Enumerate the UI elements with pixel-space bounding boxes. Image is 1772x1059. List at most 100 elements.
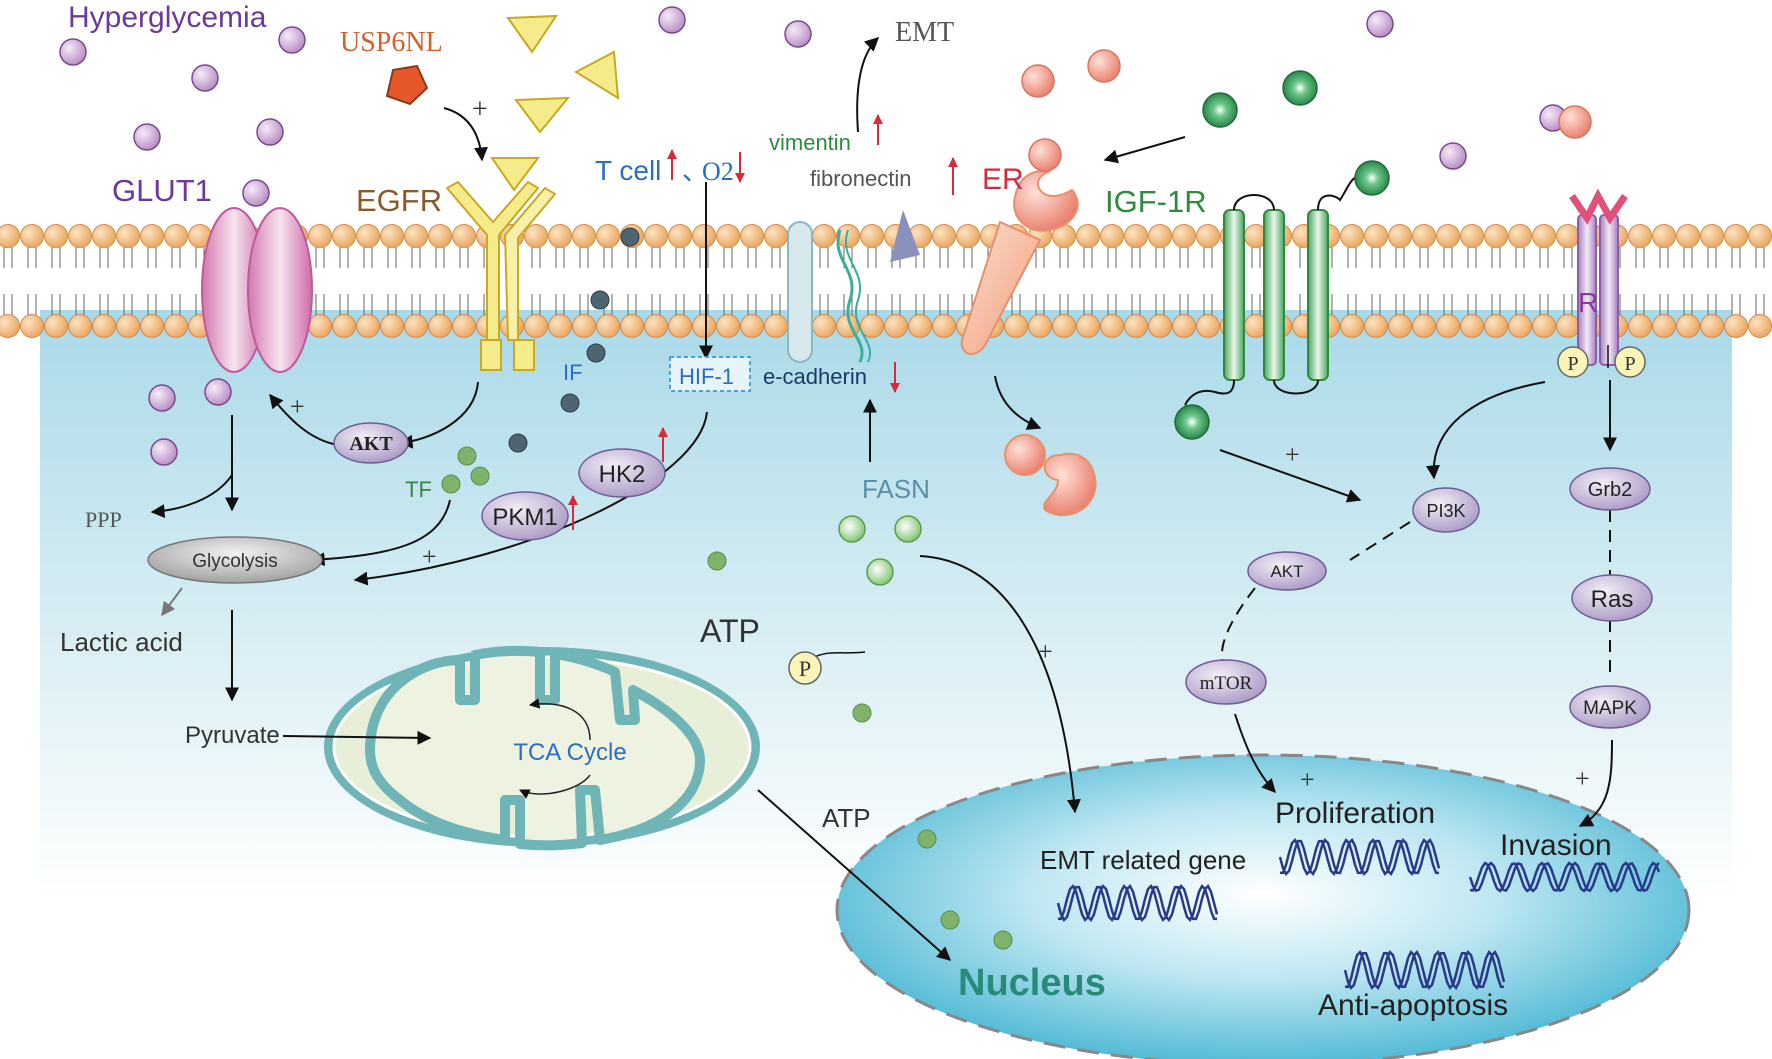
mtor-label: mTOR [1200, 673, 1253, 694]
lipid-head [332, 224, 356, 248]
lipid-head [1628, 314, 1652, 338]
estrogen-molecule [1087, 49, 1121, 83]
lipid-head [1484, 314, 1508, 338]
lipid-head [1700, 224, 1724, 248]
o2-label: O2 [702, 157, 734, 186]
phosphate-1 [1557, 346, 1589, 378]
lipid-head [1196, 314, 1220, 338]
vimentin-fibronectin-complex [787, 210, 920, 363]
plus-sign: + [472, 94, 488, 125]
mapk-label: MAPK [1583, 698, 1637, 719]
lipid-head [1124, 314, 1148, 338]
egfr-receptor [445, 180, 557, 371]
lipid-head [1028, 314, 1052, 338]
dna-strand [1343, 949, 1506, 991]
akt-label: AKT [349, 433, 393, 455]
if-molecule [586, 343, 606, 363]
lipid-head [836, 224, 860, 248]
atp-bottom-label: ATP [822, 803, 871, 833]
lipid-head [116, 224, 140, 248]
igf-molecule [1282, 70, 1318, 106]
ppp-label: PPP [85, 507, 122, 532]
ras-node [1571, 574, 1653, 622]
lipid-head [452, 314, 476, 338]
lipid-head [1532, 314, 1556, 338]
lipid-head [1076, 224, 1100, 248]
lipid-head [1148, 314, 1172, 338]
hk2-node [578, 448, 666, 498]
lipid-head [1100, 314, 1124, 338]
plus-sign: + [1300, 765, 1315, 794]
if-molecule [508, 433, 528, 453]
lipid-head [1484, 224, 1508, 248]
atp-top-label: ATP [700, 613, 760, 649]
er-ligand-free [1004, 434, 1046, 476]
lipid-head [0, 314, 20, 338]
small-molecule [852, 703, 872, 723]
lipid-head [1436, 314, 1460, 338]
plus-sign: + [422, 542, 437, 571]
estrogen-molecule [1021, 64, 1055, 98]
glucose-molecule [133, 123, 161, 151]
if-molecule [560, 393, 580, 413]
glycolysis-node [147, 536, 323, 584]
lipid-head [1652, 314, 1676, 338]
lipid-head [1148, 224, 1172, 248]
lipid-head [1676, 314, 1700, 338]
er-free-receptor [1043, 452, 1097, 517]
vimentin-label: vimentin [769, 130, 851, 155]
lipid-head [692, 314, 716, 338]
plus-sign: + [1038, 637, 1053, 666]
usp6nl-label: USP6NL [340, 27, 443, 58]
ras-label: Ras [1591, 586, 1634, 613]
akt2-node [1247, 551, 1327, 591]
lipid-head [1076, 314, 1100, 338]
glucose-molecule [148, 384, 176, 412]
er-label: ER [982, 163, 1024, 196]
lipid-head [1388, 314, 1412, 338]
if-molecule [590, 290, 610, 310]
estrogen-molecule [1558, 105, 1592, 139]
lipid-head [860, 224, 884, 248]
er-receptor [960, 170, 1079, 355]
lipid-head [1340, 224, 1364, 248]
lipid-head [68, 314, 92, 338]
lipid-head [1508, 314, 1532, 338]
lipid-head [692, 224, 716, 248]
lipid-head [572, 314, 596, 338]
lipid-head [1172, 314, 1196, 338]
hif1-box [669, 356, 751, 392]
lipid-head [956, 224, 980, 248]
glut1-transporter [201, 207, 313, 373]
fasn-molecule [866, 558, 894, 586]
lipid-head [524, 314, 548, 338]
lipid-head [668, 314, 692, 338]
pkm1-node [481, 491, 569, 541]
lipid-head [1196, 224, 1220, 248]
small-molecule [470, 466, 490, 486]
phosphate-atp [788, 651, 822, 685]
lipid-head [356, 314, 380, 338]
lipid-head [452, 224, 476, 248]
lipid-head [764, 314, 788, 338]
glucose-molecule [1439, 142, 1467, 170]
lipid-head [0, 224, 20, 248]
lipid-head [20, 224, 44, 248]
glut1-label: GLUT1 [112, 173, 212, 208]
lipid-head [140, 224, 164, 248]
lipid-head [1364, 314, 1388, 338]
emt-gene-label: EMT related gene [1040, 845, 1246, 875]
plus-sign: + [1285, 440, 1300, 469]
lipid-head [332, 314, 356, 338]
r-label: R [1578, 287, 1598, 318]
igf1r-label: IGF-1R [1105, 184, 1207, 219]
lipid-head [92, 314, 116, 338]
hif1-label: HIF-1 [679, 364, 734, 389]
nucleus-label: Nucleus [958, 962, 1106, 1004]
lipid-head [428, 314, 452, 338]
mitochondrion [324, 645, 760, 851]
mtor-node [1185, 659, 1267, 705]
igf1r-receptor [1184, 174, 1371, 406]
lipid-head [1412, 314, 1436, 338]
separator-comma: 、 [682, 156, 708, 186]
